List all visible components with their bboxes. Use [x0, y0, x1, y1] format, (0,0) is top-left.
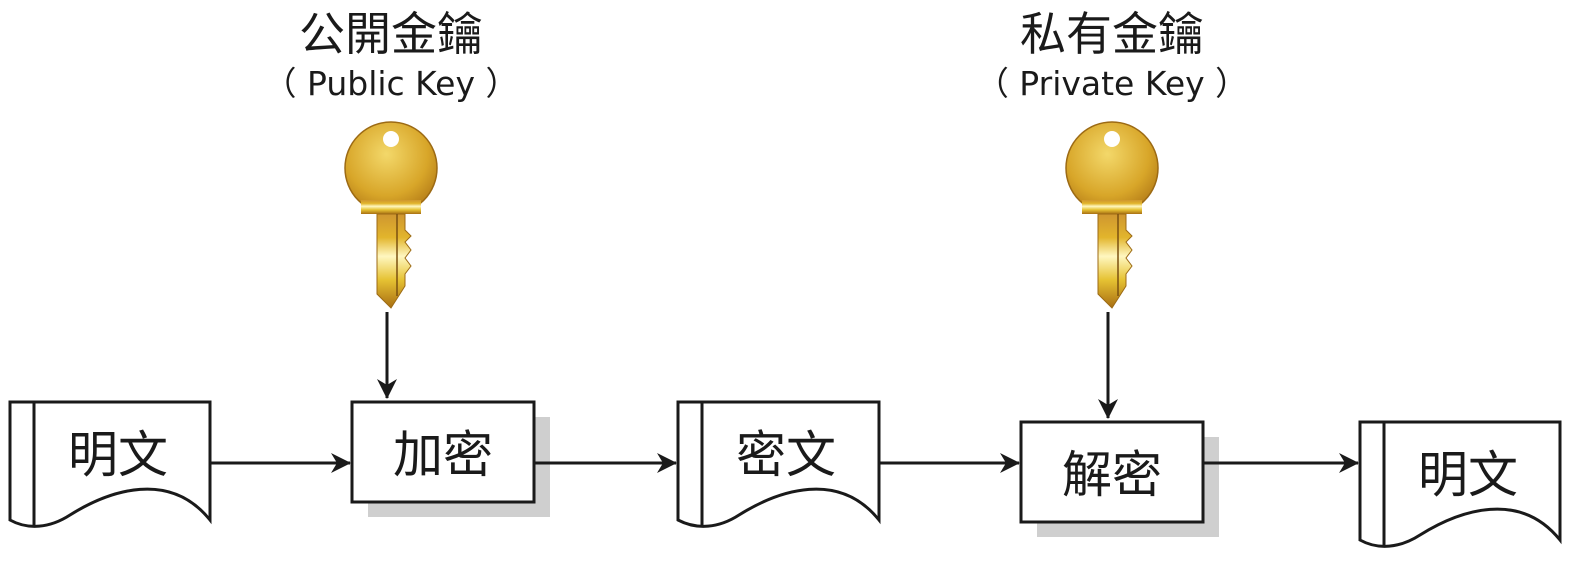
ciphertext-document: 密文 — [676, 400, 881, 528]
ciphertext-label: 密文 — [736, 426, 836, 484]
public-key-icon — [344, 121, 438, 309]
plaintext-output-document: 明文 — [1358, 420, 1562, 548]
document-shape — [676, 400, 881, 528]
private-key-group: 私有金鑰 （ Private Key ） — [976, 7, 1248, 419]
encrypt-process-box: 加密 — [350, 400, 550, 517]
public-key-title: 公開金鑰 — [299, 7, 483, 61]
public-key-group: 公開金鑰 （ Public Key ） — [264, 7, 519, 399]
decrypt-process-box: 解密 — [1019, 420, 1219, 537]
encrypt-box — [350, 400, 536, 504]
plaintext-input-document: 明文 — [8, 400, 212, 528]
plaintext-output-label: 明文 — [1418, 446, 1518, 504]
decrypt-box — [1019, 420, 1205, 524]
private-key-title: 私有金鑰 — [1020, 7, 1204, 61]
decrypt-label: 解密 — [1062, 446, 1162, 504]
private-key-icon — [1065, 121, 1159, 309]
encrypt-label: 加密 — [393, 426, 493, 484]
private-key-subtitle: （ Private Key ） — [976, 64, 1248, 103]
public-key-subtitle: （ Public Key ） — [264, 64, 519, 103]
document-shape — [1358, 420, 1562, 548]
document-shape — [8, 400, 212, 528]
plaintext-input-label: 明文 — [68, 426, 168, 484]
